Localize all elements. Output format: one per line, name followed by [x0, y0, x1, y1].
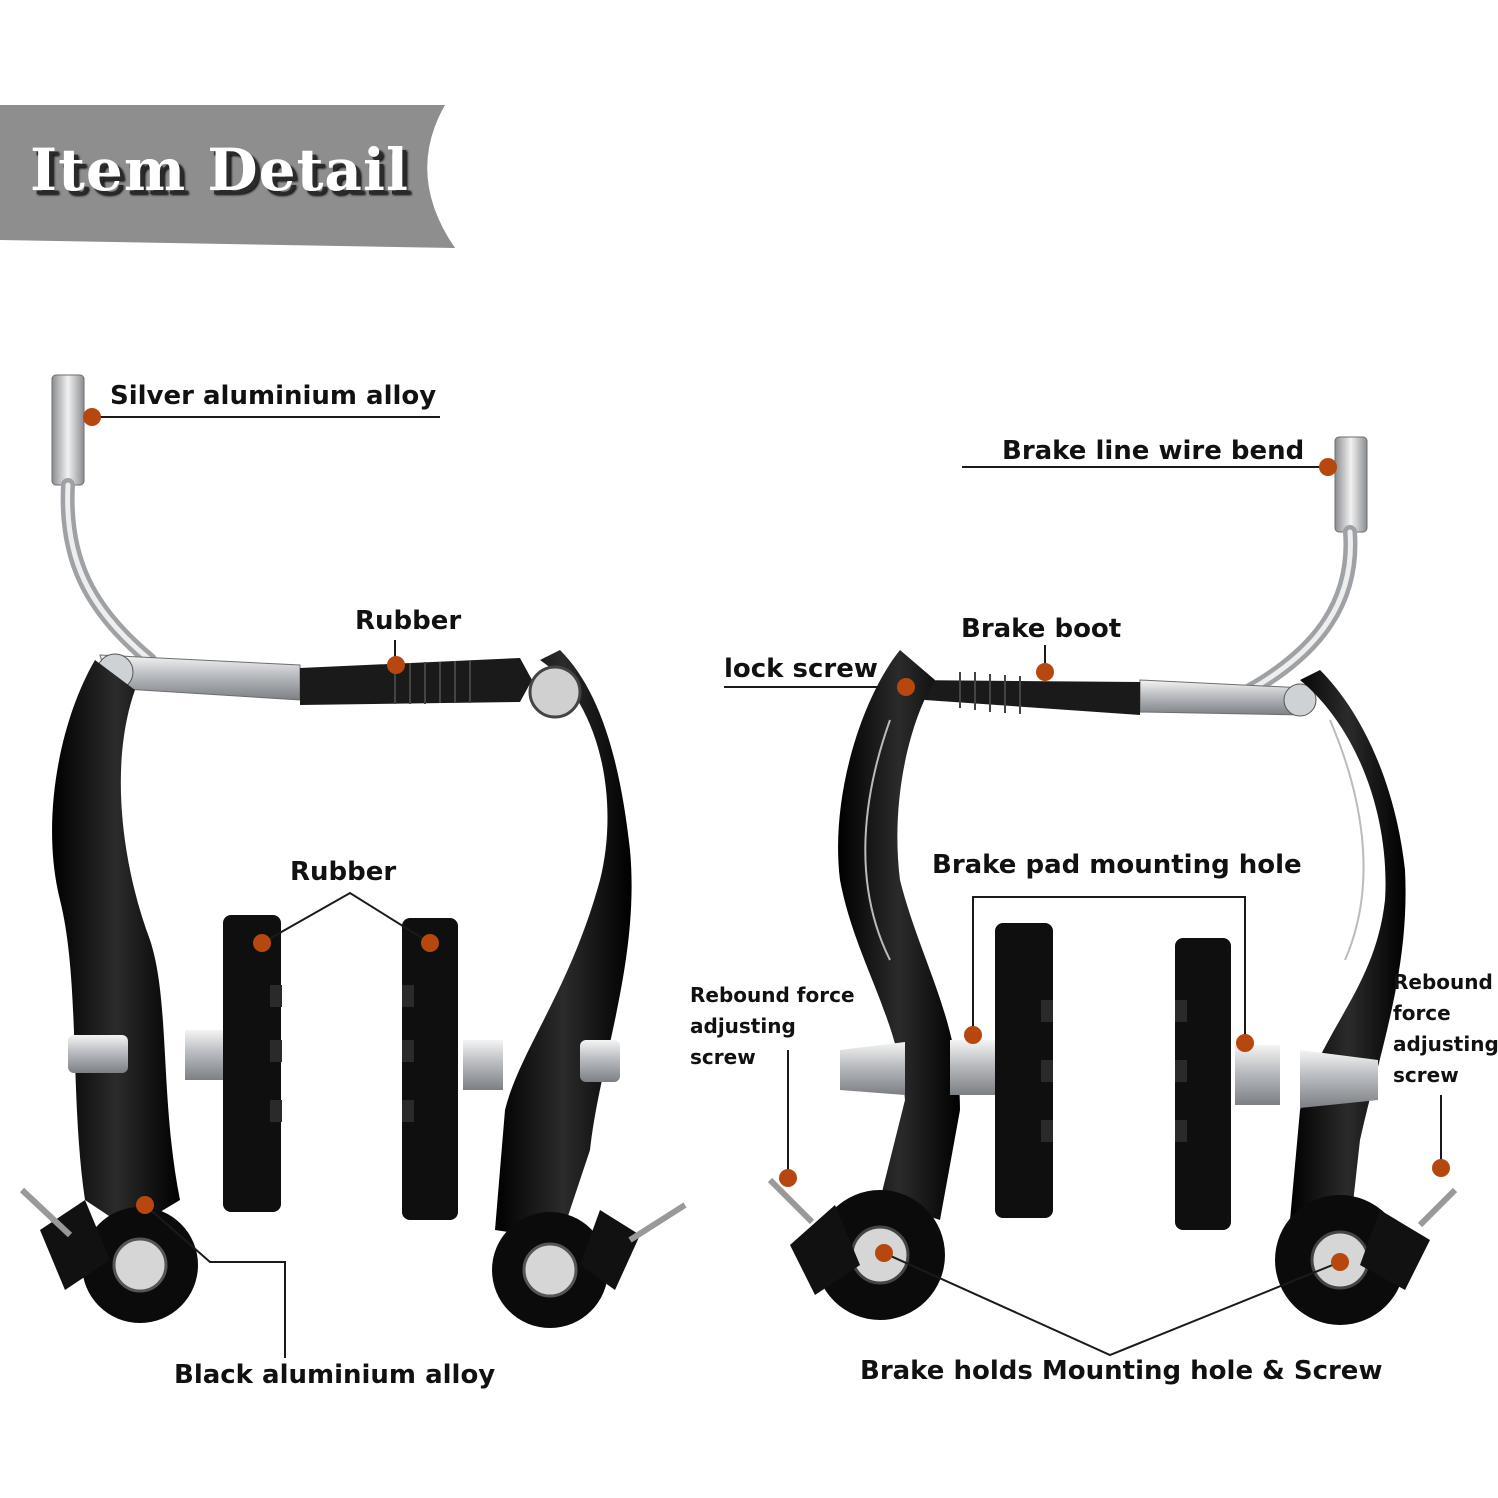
- label-lock-screw: lock screw: [724, 654, 878, 684]
- right-brake: [767, 436, 1458, 1325]
- marker-brake-boot: [1036, 663, 1054, 681]
- marker-rubber-pad-right: [421, 934, 439, 952]
- markers: [83, 408, 1450, 1271]
- label-black-aluminium-alloy: Black aluminium alloy: [174, 1360, 496, 1390]
- label-rubber-boot: Rubber: [355, 606, 462, 636]
- label-brake-line-wire-bend: Brake line wire bend: [1002, 436, 1305, 466]
- label-rebound-screw-left: Rebound force adjusting screw: [690, 983, 855, 1069]
- banner-title: Item Detail: [30, 136, 410, 204]
- marker-lock-screw: [897, 678, 915, 696]
- marker-pad-hole-right: [1236, 1034, 1254, 1052]
- marker-rubber-boot: [387, 656, 405, 674]
- marker-pad-hole-left: [964, 1026, 982, 1044]
- label-rebound-screw-right: Rebound force adjusting screw: [1393, 970, 1498, 1087]
- label-silver-aluminium-alloy: Silver aluminium alloy: [110, 381, 437, 411]
- leader-lines: [92, 416, 1442, 1358]
- marker-holds-right: [1331, 1253, 1349, 1271]
- label-rubber-pads: Rubber: [290, 857, 397, 887]
- marker-holds-left: [875, 1244, 893, 1262]
- marker-rubber-pad-left: [253, 934, 271, 952]
- label-brake-holds-mounting: Brake holds Mounting hole & Screw: [860, 1356, 1383, 1386]
- label-brake-pad-mounting-hole: Brake pad mounting hole: [932, 850, 1302, 880]
- label-brake-boot: Brake boot: [961, 614, 1122, 644]
- marker-rebound-left: [779, 1169, 797, 1187]
- marker-black-alloy: [136, 1196, 154, 1214]
- left-brake: [19, 374, 687, 1328]
- marker-silver-alloy: [83, 408, 101, 426]
- marker-rebound-right: [1432, 1159, 1450, 1177]
- marker-wire-bend: [1319, 458, 1337, 476]
- banner: [0, 105, 455, 248]
